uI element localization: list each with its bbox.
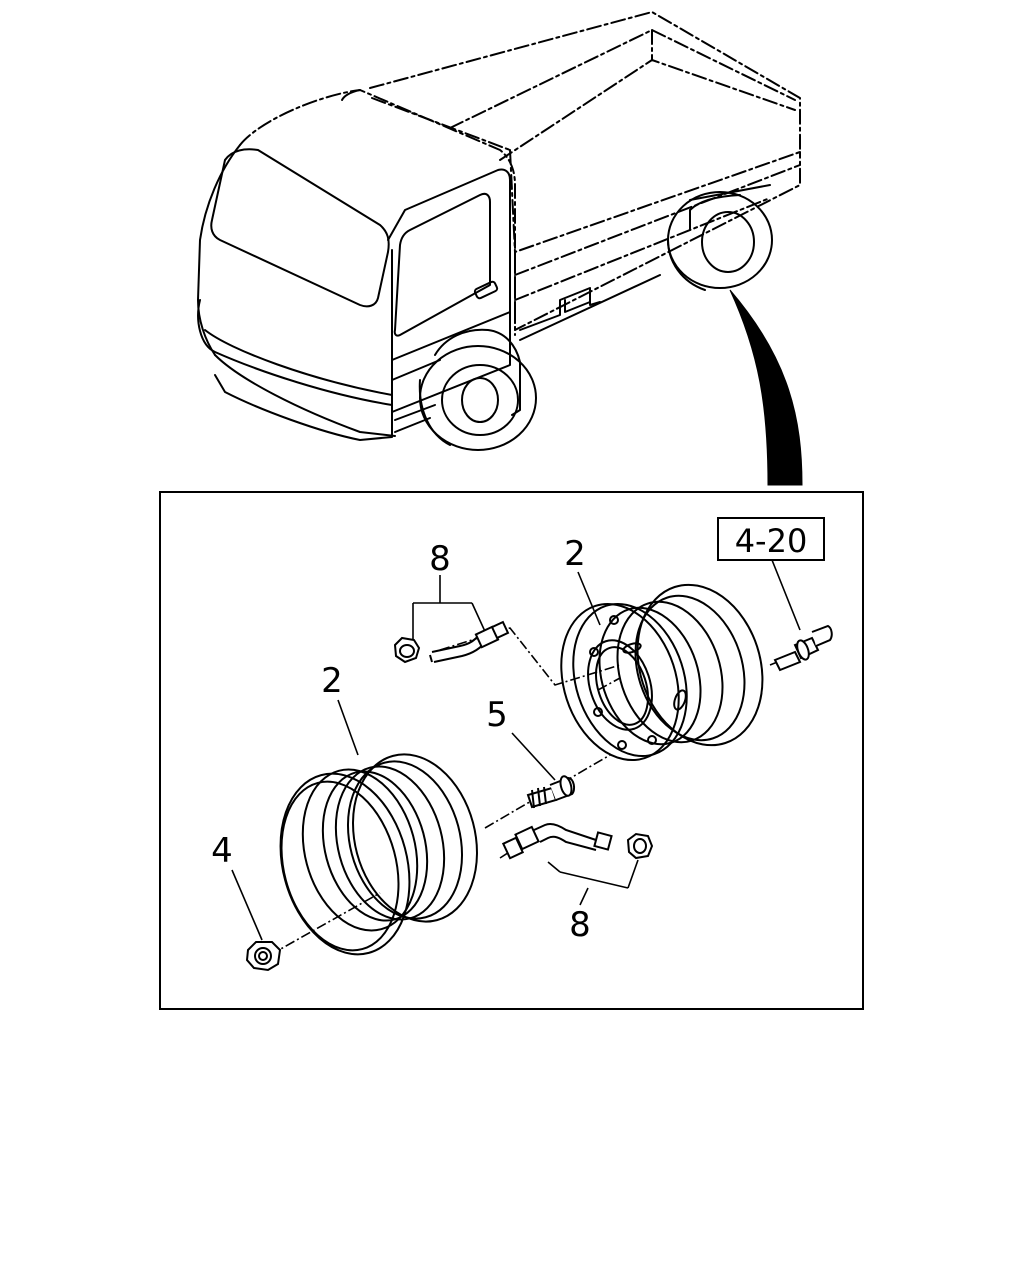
wheel-rim-rear (560, 583, 764, 762)
hose-upper (429, 620, 510, 663)
callout-wheel-rear: 2 (564, 534, 586, 574)
hose-lower (501, 822, 613, 860)
wheel-nut (245, 941, 282, 972)
reference-box: 4-20 (717, 517, 825, 561)
hub-bolt (773, 624, 833, 672)
cap-nut-lower (626, 832, 654, 860)
stud-bolt (526, 775, 576, 809)
callout-hose-lower: 8 (569, 905, 591, 945)
truck-illustration (197, 11, 801, 451)
callout-hose-upper: 8 (429, 539, 451, 579)
callout-nut: 4 (211, 831, 233, 871)
cap-nut-upper (393, 636, 421, 664)
reference-label: 4-20 (735, 522, 808, 560)
callout-wheel-front: 2 (321, 661, 343, 701)
detail-frame (159, 491, 864, 1010)
wheel-rim-front (279, 753, 478, 956)
pointer-arrow (729, 289, 803, 486)
callout-bolt: 5 (486, 695, 508, 735)
